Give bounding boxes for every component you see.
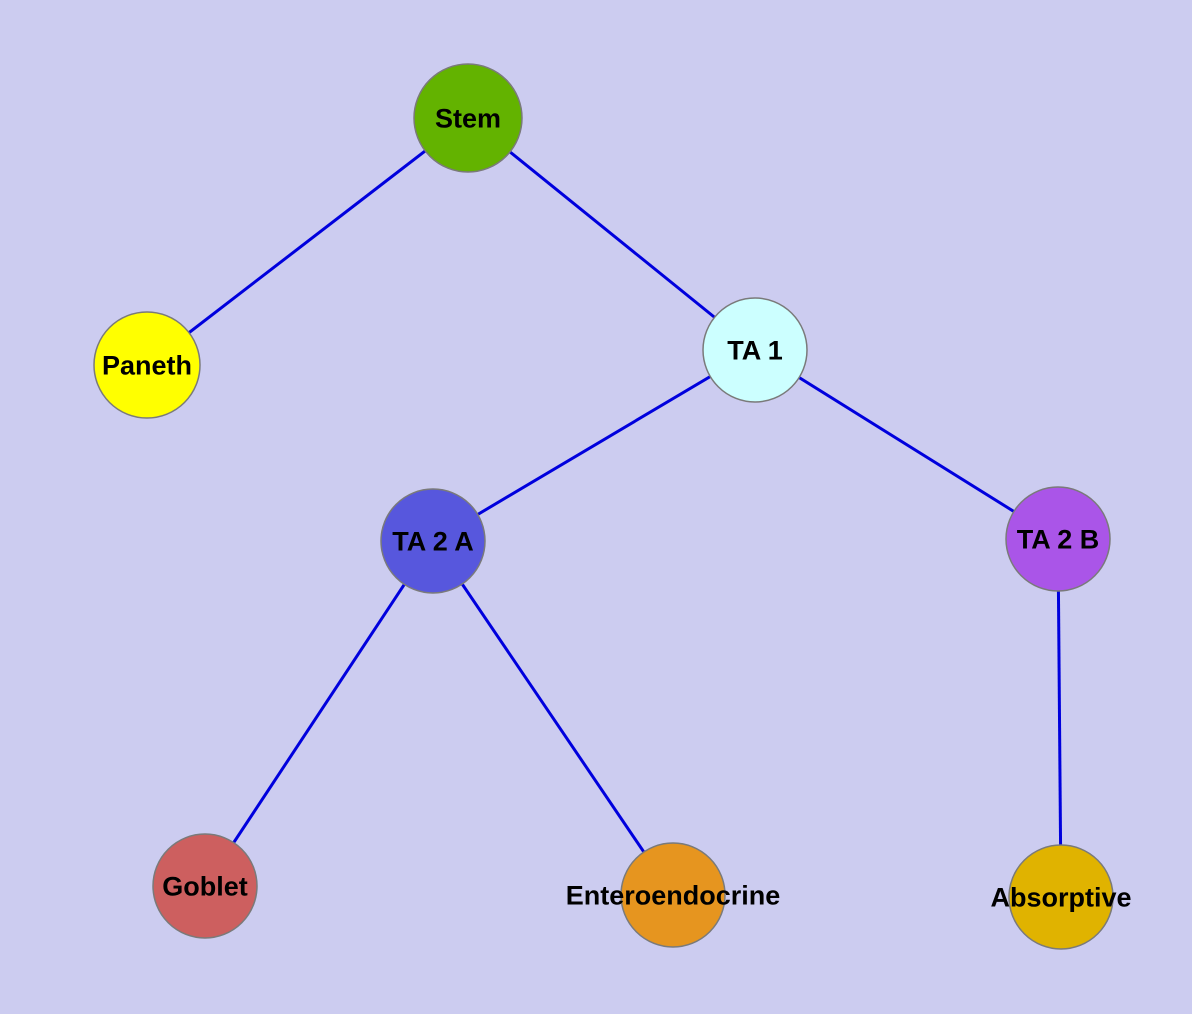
node-ta2a[interactable]: TA 2 A	[380, 488, 486, 594]
node-label-ta1: TA 1	[727, 335, 783, 365]
edge-ta2a-enteroendocrine	[431, 540, 675, 896]
node-circle-paneth[interactable]	[93, 311, 201, 419]
node-circle-ta1[interactable]	[702, 297, 808, 403]
node-label-ta2a: TA 2 A	[392, 526, 474, 556]
edge-ta1-ta2a	[432, 348, 756, 543]
node-circle-goblet[interactable]	[152, 833, 258, 939]
node-label-absorptive: Absorptive	[990, 882, 1131, 912]
node-label-goblet: Goblet	[162, 871, 248, 901]
node-circle-stem[interactable]	[413, 63, 523, 173]
edge-ta2a-goblet	[203, 540, 435, 887]
node-circle-ta2b[interactable]	[1005, 486, 1111, 592]
node-circle-ta2a[interactable]	[380, 488, 486, 594]
edge-ta1-ta2b	[754, 348, 1059, 541]
node-ta1[interactable]: TA 1	[702, 297, 808, 403]
node-circle-enteroendocrine[interactable]	[620, 842, 726, 948]
node-label-enteroendocrine: Enteroendocrine	[566, 880, 781, 910]
edge-stem-paneth	[146, 116, 469, 367]
node-label-stem: Stem	[435, 103, 501, 133]
node-circle-absorptive[interactable]	[1008, 844, 1114, 950]
node-label-ta2b: TA 2 B	[1017, 524, 1100, 554]
edge-stem-ta1	[467, 116, 756, 352]
node-paneth[interactable]: Paneth	[93, 311, 201, 419]
node-goblet[interactable]: Goblet	[152, 833, 258, 939]
node-absorptive[interactable]: Absorptive	[990, 844, 1132, 950]
node-ta2b[interactable]: TA 2 B	[1005, 486, 1111, 592]
node-label-paneth: Paneth	[102, 350, 192, 380]
node-stem[interactable]: Stem	[413, 63, 523, 173]
edge-ta2b-absorptive	[1056, 538, 1063, 898]
node-enteroendocrine[interactable]: Enteroendocrine	[566, 842, 781, 948]
